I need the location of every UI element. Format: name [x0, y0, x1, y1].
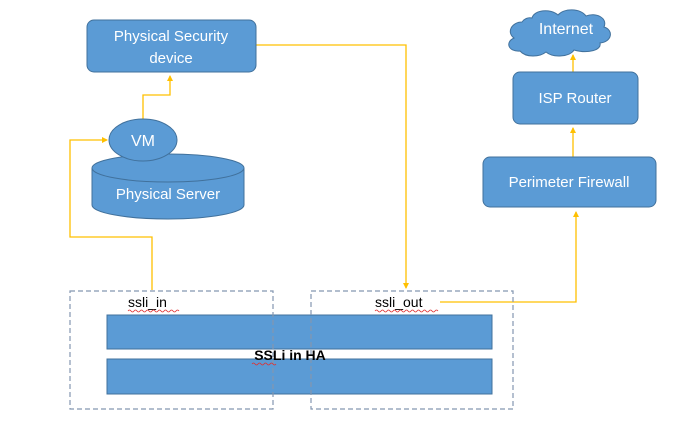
ssli-bar-top	[106, 314, 493, 350]
perimeter-firewall-node: Perimeter Firewall	[482, 156, 657, 208]
ssli-out-dashed-container	[310, 290, 514, 410]
ssli-ha-squiggle	[251, 362, 277, 366]
ssli-out-label: ssli_out	[375, 294, 423, 310]
connector-ssli-out-to-firewall	[440, 211, 579, 303]
connector-ssli-in-to-vm	[69, 137, 153, 290]
physical-security-device-label-line1: Physical Security	[114, 28, 229, 45]
connector-vm-to-security-device	[142, 75, 173, 120]
physical-security-device-label-line2: device	[149, 50, 192, 67]
vm-node: VM	[108, 118, 178, 162]
ssli-out-squiggle	[374, 309, 439, 313]
isp-router-label: ISP Router	[538, 90, 611, 107]
ssli-ha-bars	[106, 314, 493, 395]
connector-security-device-to-ssli-out	[256, 44, 409, 289]
physical-server-label: Physical Server	[116, 186, 220, 203]
ssli-ha-label: SSLi in HA	[254, 347, 326, 363]
ssli-bar-bottom	[106, 358, 493, 395]
internet-cloud-node: Internet	[508, 9, 611, 57]
perimeter-firewall-label: Perimeter Firewall	[509, 174, 630, 191]
internet-label: Internet	[539, 21, 594, 38]
physical-server-node: Physical Server	[91, 153, 245, 220]
isp-router-node: ISP Router	[512, 71, 639, 125]
physical-security-device-node: Physical Security device	[86, 19, 257, 73]
ssli-in-squiggle	[127, 309, 180, 313]
vm-label: VM	[131, 133, 155, 150]
ssli-in-label: ssli_in	[128, 294, 167, 310]
